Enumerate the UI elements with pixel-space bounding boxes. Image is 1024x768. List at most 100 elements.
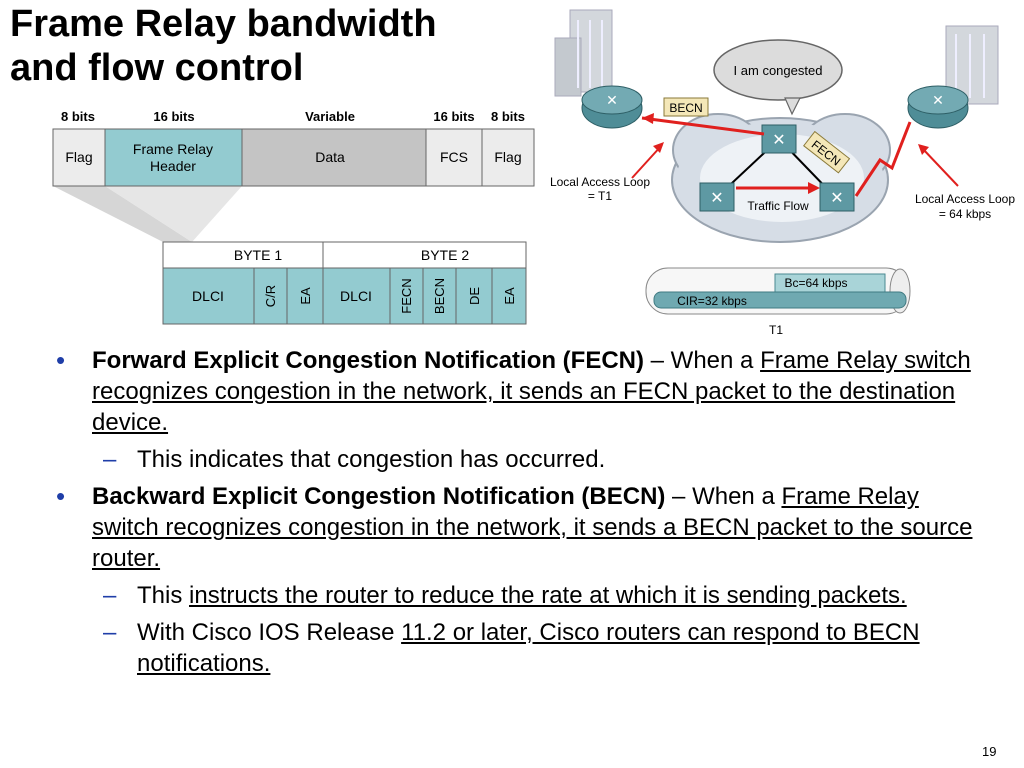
fecn-description: Frame Relay switch recognizes congestion… bbox=[92, 347, 971, 436]
dlci-label-2: DLCI bbox=[340, 288, 372, 304]
becn-tag-text: BECN bbox=[669, 101, 702, 115]
building-right-icon bbox=[945, 25, 999, 105]
becn-tag: BECN bbox=[663, 97, 709, 117]
flag-field bbox=[52, 128, 106, 187]
byte2-label: BYTE 2 bbox=[421, 247, 469, 263]
data-field bbox=[241, 128, 427, 187]
page-number: 19 bbox=[982, 744, 997, 759]
dlci-cell-1 bbox=[162, 267, 255, 325]
sub-bullet-becn-rate: – This instructs the router to reduce th… bbox=[56, 580, 986, 611]
bits-label-flag: 8 bits bbox=[61, 109, 95, 124]
frame-relay-diagram: 8 bits 16 bits Variable 16 bits 8 bits F… bbox=[52, 9, 1015, 337]
switch-top-icon: ✕ bbox=[761, 124, 797, 154]
bullet-dot-icon: • bbox=[56, 345, 66, 375]
bits-label-fcs: 16 bits bbox=[433, 109, 474, 124]
flag-field-end bbox=[481, 128, 535, 187]
t1-label: T1 bbox=[769, 323, 783, 337]
fcs-label: FCS bbox=[440, 149, 468, 165]
bits-label-data: Variable bbox=[305, 109, 355, 124]
becn-arrow-head bbox=[642, 113, 654, 124]
fecn-term: Forward Explicit Congestion Notification… bbox=[92, 347, 644, 374]
header-label-2: Header bbox=[150, 158, 196, 174]
dash-icon: – bbox=[103, 582, 117, 609]
loop-pointer-right bbox=[921, 147, 959, 187]
cr-label: C/R bbox=[263, 285, 278, 307]
title-line-1: Frame Relay bandwidth bbox=[10, 3, 437, 45]
becn-path bbox=[641, 116, 765, 136]
svg-text:✕: ✕ bbox=[932, 92, 944, 108]
local-loop-left-1: Local Access Loop bbox=[550, 175, 650, 189]
bits-label-header: 16 bits bbox=[153, 109, 194, 124]
local-loop-right-2: = 64 kbps bbox=[939, 207, 991, 221]
de-cell bbox=[455, 267, 493, 325]
becn-connector: – When a bbox=[665, 483, 782, 510]
dlci-label-1: DLCI bbox=[192, 288, 224, 304]
slide-title: Frame Relay bandwidth and flow control bbox=[10, 2, 550, 90]
byte1-cell bbox=[162, 241, 324, 269]
flag-end-label: Flag bbox=[494, 149, 521, 165]
network-illustration: I am congested ✕ ✕ ✕ ✕ ✕ bbox=[550, 9, 1015, 337]
svg-text:✕: ✕ bbox=[772, 132, 785, 149]
local-loop-right-1: Local Access Loop bbox=[915, 192, 1015, 206]
switch-left-icon: ✕ bbox=[699, 182, 735, 212]
building-left-icon bbox=[554, 9, 613, 97]
zoom-wedge-right bbox=[105, 186, 242, 242]
switch-right-icon: ✕ bbox=[819, 182, 855, 212]
header-bytes: BYTE 1 BYTE 2 DLCI C/R EA DLCI FECN BECN… bbox=[162, 241, 527, 325]
flag-label: Flag bbox=[65, 149, 92, 165]
loop-pointer-left bbox=[631, 144, 663, 179]
becn-rate-underlined: instructs the router to reduce the rate … bbox=[189, 582, 907, 609]
fecn-cell bbox=[389, 267, 424, 325]
data-label: Data bbox=[315, 149, 345, 165]
cr-cell bbox=[253, 267, 288, 325]
fecn-connector: – When a bbox=[644, 347, 761, 374]
becn-term: Backward Explicit Congestion Notificatio… bbox=[92, 483, 666, 510]
byte1-label: BYTE 1 bbox=[234, 247, 282, 263]
fecn-label: FECN bbox=[399, 278, 414, 313]
bc-label: Bc=64 kbps bbox=[784, 276, 847, 290]
de-label: DE bbox=[467, 287, 482, 305]
sub-bullet-becn-ios: – With Cisco IOS Release 11.2 or later, … bbox=[56, 617, 986, 679]
router-right-icon: ✕ bbox=[907, 85, 969, 129]
bubble-text: I am congested bbox=[734, 63, 823, 78]
ea-label-2: EA bbox=[502, 287, 517, 305]
becn-ios-underlined: 11.2 or later, Cisco routers can respond… bbox=[137, 619, 920, 677]
title-line-2: and flow control bbox=[10, 47, 304, 89]
fecn-path bbox=[854, 121, 912, 197]
cir-label: CIR=32 kbps bbox=[677, 294, 747, 308]
becn-ios-plain: With Cisco IOS Release bbox=[137, 619, 402, 646]
cir-bar bbox=[653, 291, 907, 309]
byte2-cell bbox=[322, 241, 527, 269]
congestion-bubble: I am congested bbox=[713, 39, 843, 116]
becn-label: BECN bbox=[432, 278, 447, 314]
local-loop-left-2: = T1 bbox=[588, 189, 612, 203]
header-field bbox=[104, 128, 243, 187]
svg-text:✕: ✕ bbox=[830, 190, 843, 207]
sub-bullet-fecn: – This indicates that congestion has occ… bbox=[56, 444, 986, 475]
dash-icon: – bbox=[103, 446, 117, 473]
traffic-arrow-head bbox=[808, 182, 820, 194]
bits-label-flag-end: 8 bits bbox=[491, 109, 525, 124]
loop-pointer-right-head bbox=[918, 144, 929, 155]
becn-cell bbox=[422, 267, 457, 325]
router-left-icon: ✕ bbox=[581, 85, 643, 129]
dlci-cell-2 bbox=[322, 267, 391, 325]
becn-rate-plain: This bbox=[137, 582, 190, 609]
bandwidth-pipe: Bc=64 kbps CIR=32 kbps T1 bbox=[645, 267, 911, 337]
dash-icon: – bbox=[103, 619, 117, 646]
header-label-1: Frame Relay bbox=[133, 141, 213, 157]
svg-text:✕: ✕ bbox=[606, 92, 618, 108]
zoom-wedge-left bbox=[53, 186, 192, 242]
frame-format: 8 bits 16 bits Variable 16 bits 8 bits F… bbox=[52, 109, 535, 242]
ea-cell-2 bbox=[491, 267, 527, 325]
bullet-becn: • Backward Explicit Congestion Notificat… bbox=[56, 481, 986, 574]
svg-text:✕: ✕ bbox=[710, 190, 723, 207]
loop-pointer-left-head bbox=[653, 142, 664, 153]
bullet-dot-icon: • bbox=[56, 481, 66, 511]
fecn-sub-text: This indicates that congestion has occur… bbox=[137, 446, 606, 473]
bullet-fecn: • Forward Explicit Congestion Notificati… bbox=[56, 345, 986, 438]
traffic-flow-label: Traffic Flow bbox=[747, 199, 809, 213]
ea-label-1: EA bbox=[298, 287, 313, 305]
bullet-list: • Forward Explicit Congestion Notificati… bbox=[56, 345, 986, 685]
becn-description: Frame Relay switch recognizes congestion… bbox=[92, 483, 973, 572]
